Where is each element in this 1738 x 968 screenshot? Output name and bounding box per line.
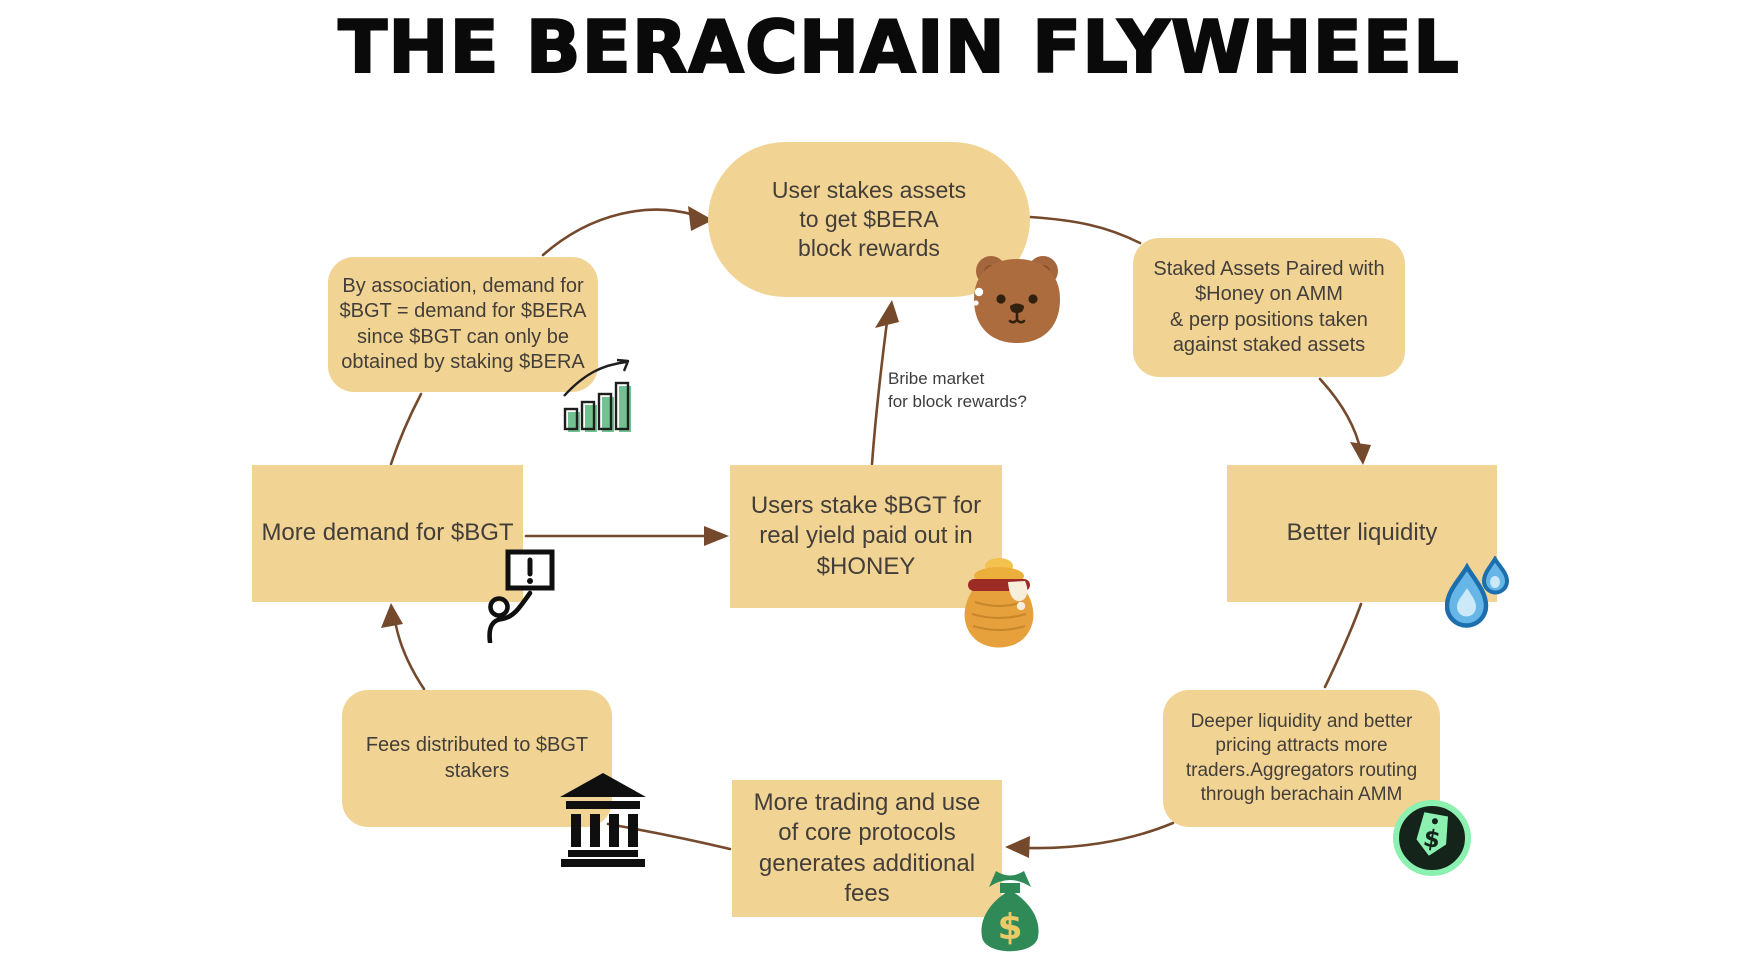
- line-userstakes-to-stakedassets: [1028, 215, 1142, 245]
- price-tag-icon: $: [1390, 798, 1474, 883]
- water-drops-icon: [1444, 554, 1511, 635]
- arrow-fees-to-moredemand: [392, 612, 426, 691]
- arrow-stakedassets-to-betterliquidity: [1318, 377, 1363, 454]
- money-bag-icon: $: [976, 870, 1044, 965]
- svg-text:$: $: [997, 907, 1022, 948]
- chart-increasing-icon: [562, 352, 636, 439]
- node-staked-assets-paired: Staked Assets Paired with$Honey on AMM& …: [1133, 238, 1405, 377]
- honey-pot-icon: [958, 556, 1040, 659]
- bank-icon: [558, 773, 648, 872]
- svg-text:$: $: [1421, 824, 1442, 854]
- node-more-demand: More demand for $BGT: [252, 465, 523, 602]
- arrow-byassociation-to-userstakes: [541, 208, 696, 257]
- line-moretrading-to-fees: [606, 822, 732, 851]
- page-title: THE BERACHAIN FLYWHEEL: [337, 5, 1460, 89]
- line-moredemand-to-byassociation: [389, 392, 423, 466]
- arrowheads: [381, 206, 1371, 858]
- node-better-liquidity: Better liquidity: [1227, 465, 1497, 602]
- node-by-association: By association, demand for$BGT = demand …: [328, 257, 598, 392]
- demand-sign-icon: [487, 549, 555, 648]
- arrow-deeperliquidity-to-moretrading: [1026, 821, 1175, 850]
- bear-face-icon: [970, 250, 1064, 353]
- line-betterliquidity-to-deeperliquidity: [1323, 602, 1363, 689]
- arrow-usersstakebgt-to-userstakes: [870, 312, 890, 466]
